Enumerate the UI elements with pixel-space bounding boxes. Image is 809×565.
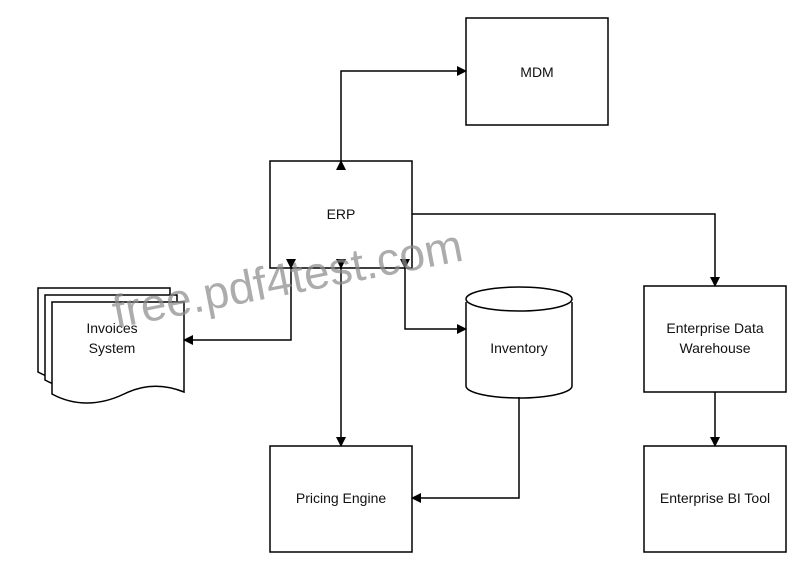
pricing-label: Pricing Engine [296, 490, 386, 506]
invoices-system-node: Invoices System [37, 287, 185, 404]
invoices-label-line1: Invoices [86, 320, 137, 336]
connector-erp-inventory [400, 259, 467, 334]
inventory-node: Inventory [465, 286, 573, 399]
connector-erp-edw [412, 213, 720, 287]
connector-erp-invoices [183, 259, 296, 345]
bi-label: Enterprise BI Tool [660, 490, 770, 506]
mdm-node: MDM [465, 17, 609, 126]
inventory-label: Inventory [490, 340, 548, 356]
invoices-label-line2: System [89, 340, 136, 356]
erp-node: ERP [269, 160, 413, 269]
mdm-label: MDM [520, 64, 553, 80]
erp-label: ERP [327, 206, 356, 222]
enterprise-data-warehouse-node: Enterprise Data Warehouse [643, 285, 787, 393]
edw-label-line2: Warehouse [679, 340, 750, 356]
connector-erp-mdm [336, 66, 467, 170]
enterprise-bi-tool-node: Enterprise BI Tool [643, 445, 787, 553]
edw-label-line1: Enterprise Data [666, 320, 763, 336]
pricing-engine-node: Pricing Engine [269, 445, 413, 553]
connector-inventory-pricing [411, 397, 520, 503]
